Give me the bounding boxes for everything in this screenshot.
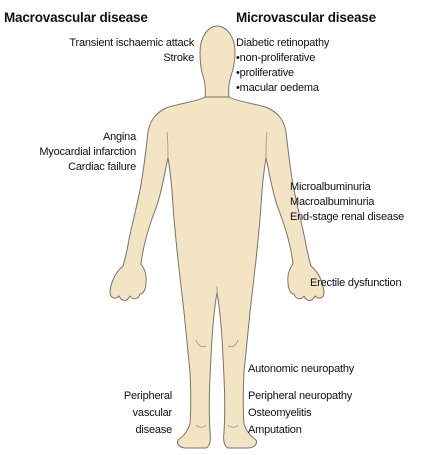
label-end-stage-renal: End-stage renal disease [290, 210, 404, 225]
label-microalbuminuria: Microalbuminuria [290, 180, 404, 195]
label-cardiac-failure: Cardiac failure [39, 160, 136, 175]
label-retinopathy-group: Diabetic retinopathy •non-proliferative … [236, 36, 329, 96]
label-diabetic-retinopathy: Diabetic retinopathy [236, 36, 329, 51]
label-peripheral-neuropathy: Peripheral neuropathy [248, 388, 352, 405]
macrovascular-heading: Macrovascular disease [4, 10, 148, 26]
head [200, 26, 235, 98]
label-peripheral-neuropathy-group: Peripheral neuropathy Osteomyelitis Ampu… [248, 388, 352, 439]
label-angina: Angina [39, 130, 136, 145]
label-myocardial-infarction: Myocardial infarction [39, 145, 136, 160]
label-autonomic-neuropathy: Autonomic neuropathy [248, 362, 354, 377]
microvascular-heading: Microvascular disease [236, 10, 376, 26]
label-peripheral-vascular-1: Peripheral [124, 388, 172, 405]
label-cardiac-group: Angina Myocardial infarction Cardiac fai… [39, 130, 136, 175]
label-peripheral-vascular-2: vascular [124, 405, 172, 422]
label-macroalbuminuria: Macroalbuminuria [290, 195, 404, 210]
label-osteomyelitis: Osteomyelitis [248, 405, 352, 422]
label-peripheral-vascular: Peripheral vascular disease [124, 388, 172, 439]
label-amputation: Amputation [248, 422, 352, 439]
label-proliferative: •proliferative [236, 66, 329, 81]
label-tia-stroke: Transient ischaemic attack Stroke [69, 36, 194, 66]
label-erectile-dysfunction: Erectile dysfunction [310, 276, 401, 291]
label-tia: Transient ischaemic attack [69, 36, 194, 51]
label-stroke: Stroke [69, 51, 194, 66]
label-peripheral-vascular-3: disease [124, 422, 172, 439]
label-macular-oedema: •macular oedema [236, 81, 329, 96]
label-renal-group: Microalbuminuria Macroalbuminuria End-st… [290, 180, 404, 225]
label-non-proliferative: •non-proliferative [236, 51, 329, 66]
